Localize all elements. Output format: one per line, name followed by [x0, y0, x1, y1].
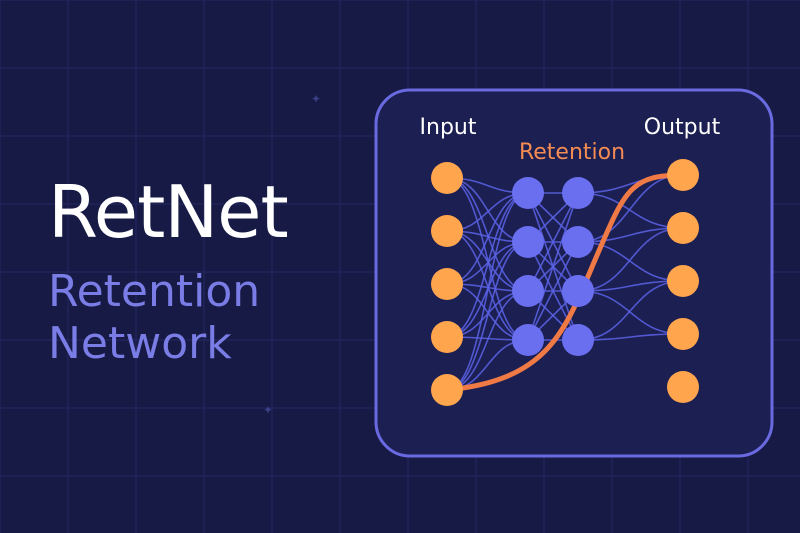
page-title: RetNet — [48, 170, 289, 254]
subtitle-line-1: Retention — [48, 266, 261, 317]
hidden-node — [562, 324, 594, 356]
input-node — [431, 268, 463, 300]
input-node — [431, 162, 463, 194]
output-node — [667, 318, 699, 350]
connection-edge — [446, 192, 529, 391]
connection-edge — [527, 241, 579, 341]
connection-edge — [577, 227, 684, 292]
retention-label: Retention — [519, 140, 625, 165]
hidden-node — [562, 226, 594, 258]
connection-edge — [527, 192, 579, 292]
retention-path — [444, 172, 686, 393]
hidden-node — [512, 324, 544, 356]
subtitle-line-2: Network — [48, 318, 232, 369]
hidden-node — [562, 275, 594, 307]
hidden-node — [512, 226, 544, 258]
connection-edge — [577, 280, 684, 341]
hidden-node — [512, 275, 544, 307]
input-node — [431, 374, 463, 406]
input-node — [431, 215, 463, 247]
hidden-node — [512, 177, 544, 209]
connection-edge — [577, 290, 684, 335]
hidden-node — [562, 177, 594, 209]
sparkle-icon: ✦ — [263, 403, 273, 417]
nodes-group — [431, 159, 699, 406]
connection-edge — [527, 192, 579, 341]
output-node — [667, 371, 699, 403]
output-label: Output — [644, 115, 721, 140]
output-node — [667, 265, 699, 297]
output-node — [667, 212, 699, 244]
input-label: Input — [420, 115, 477, 140]
output-node — [667, 159, 699, 191]
input-node — [431, 321, 463, 353]
sparkle-icon: ✦ — [311, 92, 321, 106]
